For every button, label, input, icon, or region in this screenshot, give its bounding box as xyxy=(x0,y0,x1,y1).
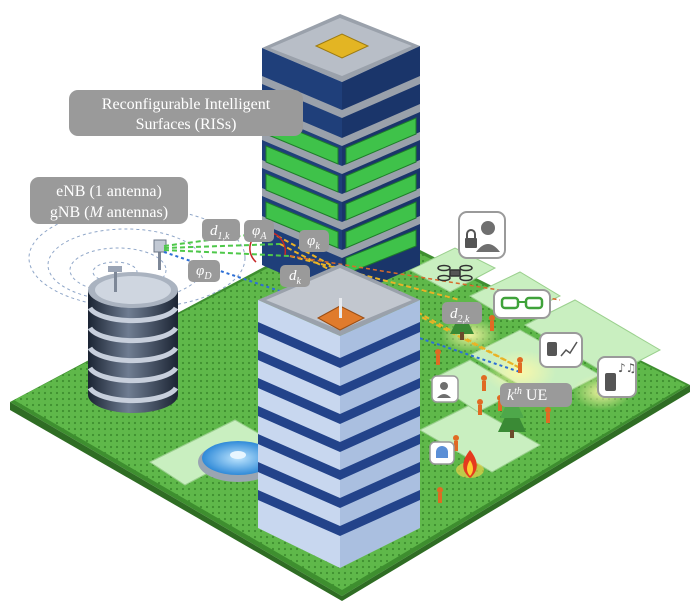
security-camera-person-icon xyxy=(458,211,506,259)
phiA-label: φA xyxy=(252,223,267,242)
ris-label-box xyxy=(69,90,303,136)
gnb-label: gNB (M antennas) xyxy=(50,204,168,221)
fire-icon xyxy=(456,450,484,478)
smartphone-music-icon: ♪♫ xyxy=(597,356,637,398)
enb-label: eNB (1 antenna) xyxy=(56,183,162,200)
people xyxy=(435,315,551,503)
ris-label-line1: Reconfigurable Intelligent xyxy=(102,96,271,113)
ris-label-line2: Surfaces (RISs) xyxy=(136,116,237,133)
phiA-label-box xyxy=(244,220,274,242)
base-station-label-box xyxy=(30,177,188,224)
alarm-icon xyxy=(429,441,455,465)
ue-label-box xyxy=(500,383,572,407)
front-building xyxy=(258,264,420,568)
smartwatch-icon xyxy=(539,332,583,368)
face-recognition-icon xyxy=(431,375,459,403)
base-station-building xyxy=(28,207,246,413)
phiD-label: φD xyxy=(196,263,212,282)
d1k-label: d1,k xyxy=(210,223,230,242)
phik-label-box xyxy=(299,230,329,252)
ris-tower xyxy=(262,14,420,300)
svg-text:♪♫: ♪♫ xyxy=(618,361,636,375)
dk-label-box xyxy=(280,265,310,287)
d1k-label-box xyxy=(202,219,240,241)
phiD-label-box xyxy=(188,260,220,282)
d2k-label-box xyxy=(442,302,482,324)
phik-label: φk xyxy=(307,233,320,252)
drone-icon xyxy=(437,264,473,282)
d2k-label: d2,k xyxy=(450,306,470,325)
ue-label: kth UE xyxy=(507,386,547,404)
dk-label: dk xyxy=(289,268,302,287)
smart-glasses-icon xyxy=(493,289,551,319)
